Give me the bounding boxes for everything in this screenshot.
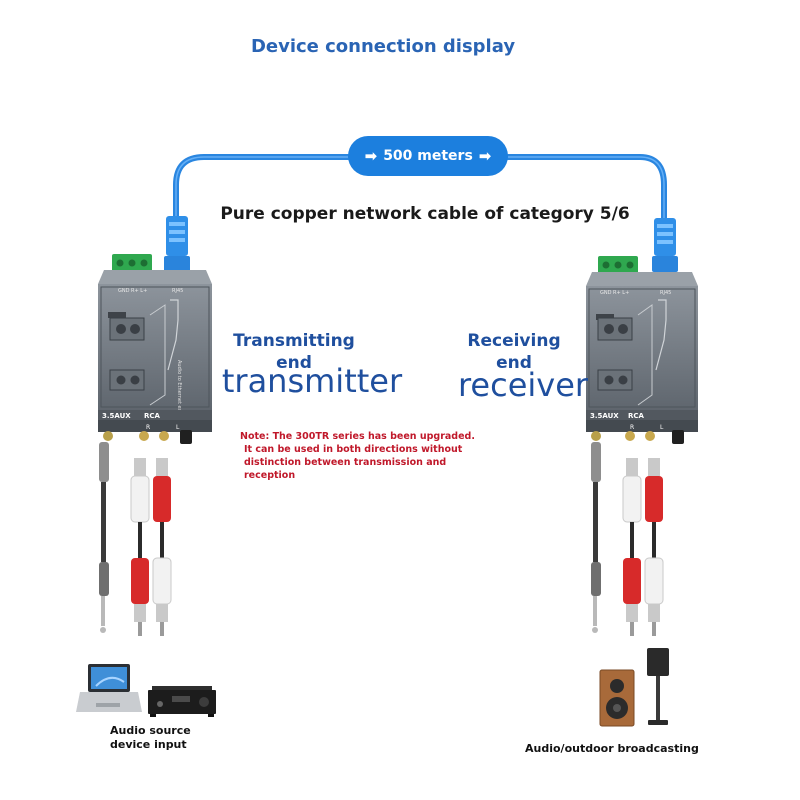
amplifier-icon (148, 686, 216, 717)
port-aux-label-right: 3.5AUX (590, 412, 619, 420)
distance-badge: ➡ 500 meters ➡ (348, 136, 508, 176)
rca-cables-left (130, 458, 172, 636)
receiver-title: receiver (457, 366, 589, 404)
svg-text:GND R+ L+: GND R+ L+ (118, 288, 147, 294)
rj45-plug-left (164, 216, 190, 272)
source-caption: Audio source device input (110, 724, 191, 752)
port-rca-label-left: RCA (144, 412, 161, 420)
svg-text:GND R+ L+: GND R+ L+ (600, 290, 629, 296)
upgrade-note: Note: The 300TR series has been upgraded… (240, 430, 500, 482)
transmit-label: Transmitting end (214, 330, 374, 374)
receiver-device: GND R+ L+ RJ45 3.5AUX RCA R L (586, 256, 698, 444)
distance-label: 500 meters (383, 148, 473, 164)
svg-text:L: L (176, 424, 180, 431)
receive-line1: Receiving (467, 331, 561, 351)
svg-text:L: L (660, 424, 664, 431)
speaker-icon (599, 669, 635, 727)
transmitter-title: transmitter (221, 362, 403, 400)
aux-cable-right (591, 442, 601, 633)
source-caption-line2: device input (110, 738, 187, 751)
svg-text:RJ45: RJ45 (660, 290, 671, 296)
svg-text:R: R (146, 424, 150, 431)
note-line: distinction between transmission and rec… (244, 457, 447, 481)
note-line: Note: The 300TR series has been upgraded… (240, 431, 475, 442)
cable-label: Pure copper network cable of category 5/… (220, 204, 630, 224)
aux-cable-left (99, 442, 109, 633)
page-title: Device connection display (250, 36, 516, 57)
svg-text:RJ45: RJ45 (172, 288, 183, 294)
port-aux-label-left: 3.5AUX (102, 412, 131, 420)
transmit-line1: Transmitting (233, 331, 355, 351)
port-rca-label-right: RCA (628, 412, 645, 420)
rj45-plug-right (652, 218, 678, 272)
rca-cables-right (622, 458, 664, 636)
stand-speaker-icon (647, 648, 669, 725)
output-caption: Audio/outdoor broadcasting (525, 742, 699, 755)
receive-label: Receiving end (452, 330, 576, 374)
arrow-right-icon: ➡ (364, 147, 378, 165)
transmit-line2: end (276, 353, 312, 373)
svg-text:Audio to Ethernet extender: Audio to Ethernet extender (176, 360, 182, 429)
note-line: It can be used in both directions withou… (244, 444, 463, 455)
receive-line2: end (496, 353, 532, 373)
svg-text:R: R (630, 424, 634, 431)
arrow-right-icon: ➡ (478, 147, 492, 165)
laptop-icon (76, 664, 142, 712)
transmitter-device: GND R+ L+ RJ45 Audio to Ethernet extende… (98, 254, 212, 444)
source-caption-line1: Audio source (110, 724, 191, 737)
